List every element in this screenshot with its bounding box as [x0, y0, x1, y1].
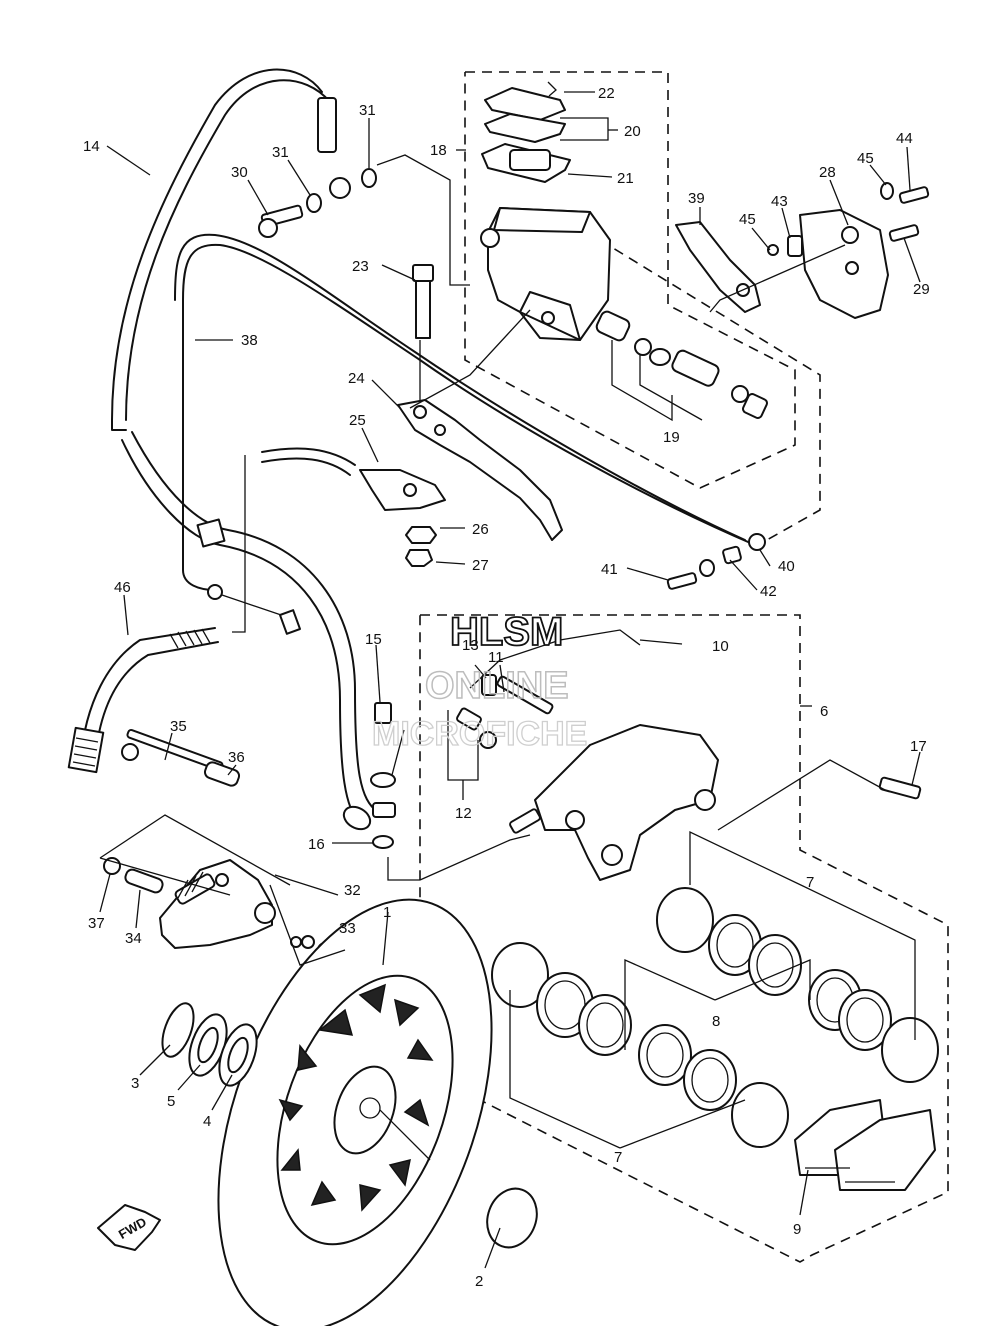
parking-lever-39 [675, 221, 761, 313]
front-caliper [456, 629, 719, 881]
callout-28: 28 [819, 164, 836, 181]
callout-39: 39 [688, 190, 705, 207]
callout-32: 32 [344, 882, 361, 899]
caliper-pistons [491, 887, 939, 1148]
callout-38: 38 [241, 332, 258, 349]
watermark-line-2: ONLINE [425, 665, 569, 707]
lever-clamp-25 [359, 469, 446, 567]
callout-15: 15 [365, 631, 382, 648]
reservoir-cap [481, 81, 571, 183]
callout-25: 25 [349, 412, 366, 429]
cable-38 [174, 233, 756, 635]
master-cylinder-group-box [464, 71, 821, 546]
callout-2: 2 [475, 1273, 483, 1290]
watermark-line-3: MICROFICHE [372, 715, 587, 753]
callout-29: 29 [913, 281, 930, 298]
callout-45b: 45 [857, 150, 874, 167]
callout-23: 23 [352, 258, 369, 275]
fwd-arrow-icon: FWD [97, 1204, 161, 1251]
caliper-group-box [419, 614, 949, 1263]
callout-8: 8 [712, 1013, 720, 1030]
callout-7a: 7 [806, 874, 814, 891]
callout-30: 30 [231, 164, 248, 181]
callout-40: 40 [778, 558, 795, 575]
callout-18: 18 [430, 142, 447, 159]
callout-43: 43 [771, 193, 788, 210]
cable-46 [67, 627, 219, 774]
callout-46: 46 [114, 579, 131, 596]
callout-12: 12 [455, 805, 472, 822]
small-hardware [258, 168, 930, 849]
callout-41: 41 [601, 561, 618, 578]
callout-44: 44 [896, 130, 913, 147]
callout-26: 26 [472, 521, 489, 538]
callout-31b: 31 [359, 102, 376, 119]
brake-pads [794, 1099, 936, 1191]
callout-7b: 7 [614, 1149, 622, 1166]
brake-hose-14 [111, 68, 379, 831]
callout-33: 33 [339, 920, 356, 937]
callout-21: 21 [617, 170, 634, 187]
circlip-washers [161, 1002, 538, 1249]
callout-45a: 45 [739, 211, 756, 228]
master-cylinder [480, 207, 611, 341]
callout-20: 20 [624, 123, 641, 140]
bracket-28 [767, 209, 889, 319]
callout-31a: 31 [272, 144, 289, 161]
brake-lever [397, 264, 563, 541]
callout-36: 36 [228, 749, 245, 766]
callout-3: 3 [131, 1075, 139, 1092]
callout-4: 4 [203, 1113, 211, 1130]
watermark: HLSM ONLINE MICROFICHE [371, 609, 588, 754]
callout-35: 35 [170, 718, 187, 735]
disc-fins [278, 983, 434, 1212]
callout-16: 16 [308, 836, 325, 853]
brake-disc [217, 898, 493, 1326]
callout-10: 10 [712, 638, 729, 655]
callout-9: 9 [793, 1221, 801, 1238]
callout-19: 19 [663, 429, 680, 446]
callout-42: 42 [760, 583, 777, 600]
piston-assembly-19 [595, 310, 768, 419]
callout-17: 17 [910, 738, 927, 755]
callout-labels: 1 2 3 4 5 6 7 7 8 9 10 11 12 13 14 15 16… [83, 85, 930, 1290]
callout-24: 24 [348, 370, 365, 387]
callout-1: 1 [383, 904, 391, 921]
callout-34: 34 [125, 930, 142, 947]
callout-22: 22 [598, 85, 615, 102]
callout-6: 6 [820, 703, 828, 720]
callout-37: 37 [88, 915, 105, 932]
callout-27: 27 [472, 557, 489, 574]
leader-lines [99, 91, 921, 1269]
callout-11: 11 [488, 649, 504, 666]
callout-14: 14 [83, 138, 100, 155]
callout-5: 5 [167, 1093, 175, 1110]
callout-13: 13 [462, 637, 479, 654]
cable-25 [232, 447, 356, 633]
watermark-line-1: HLSM [450, 610, 563, 654]
